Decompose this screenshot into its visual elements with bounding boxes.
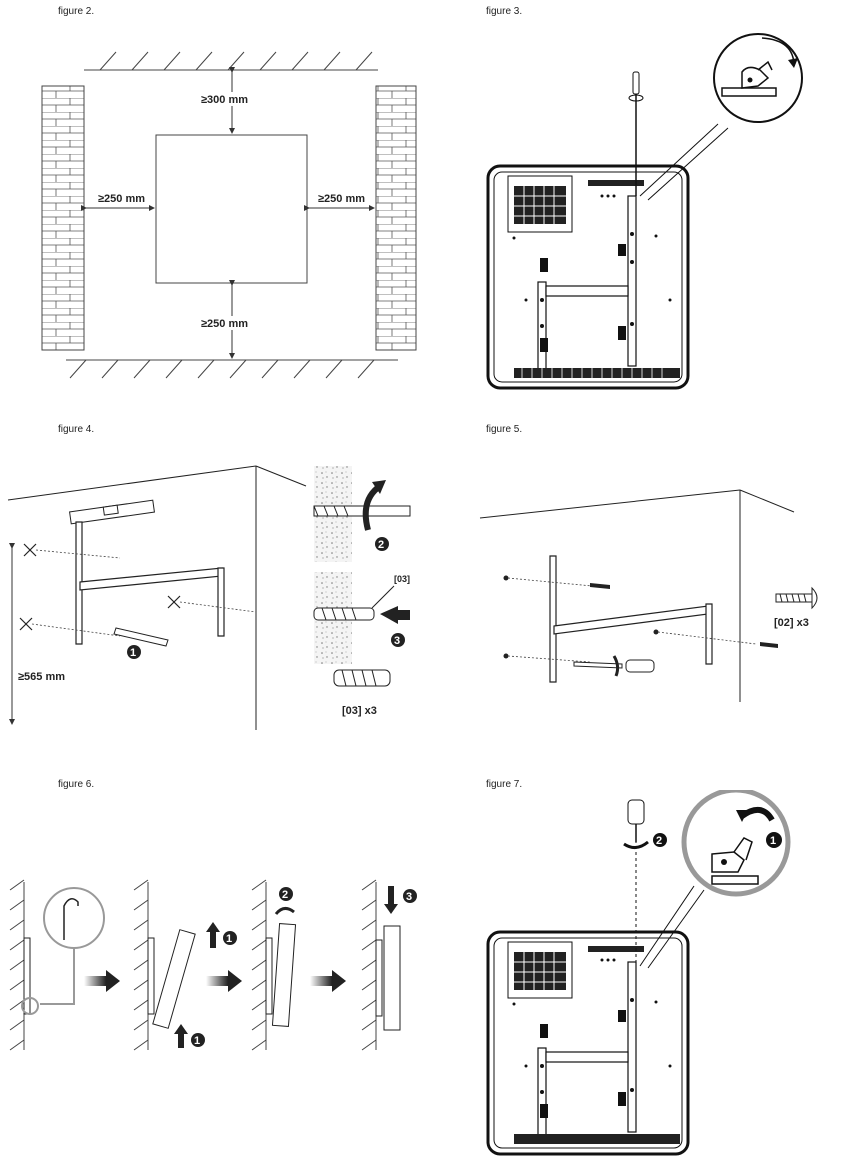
top-clearance-label: ≥300 mm: [201, 94, 248, 106]
height-label: ≥565 mm: [18, 671, 65, 683]
hook-zoom-circle: [681, 790, 791, 897]
heater-outline: [155, 134, 308, 284]
wall-perspective: [479, 489, 795, 702]
right-clearance-label: ≥250 mm: [318, 193, 365, 205]
figure-6-hanging-sequence: 1 1 2 3: [9, 879, 417, 1051]
hook-zoom-circle: [43, 887, 105, 949]
right-brick-wall: [375, 85, 417, 351]
sequence-arrow-2: [206, 970, 242, 992]
step-3-marker: 3: [406, 891, 412, 903]
figure-5-caption: figure 5.: [486, 424, 523, 435]
bottom-vent: [514, 368, 680, 378]
screw-quantity-label: [02] x3: [774, 617, 809, 629]
step-2-marker: 2: [378, 539, 384, 551]
step-1a-marker: 1: [226, 933, 232, 945]
wall-hatches: [9, 879, 377, 1051]
figure-2-caption: figure 2.: [58, 6, 95, 17]
screwdriver: [628, 71, 644, 196]
figure-4-caption: figure 4.: [58, 424, 95, 435]
loose-wall-plug: [333, 669, 391, 687]
wall-bracket: [75, 521, 225, 645]
step-2-marker: 2: [656, 835, 662, 847]
step-2-marker: 2: [282, 889, 288, 901]
control-board: [507, 175, 573, 233]
screw-holes: [503, 575, 659, 659]
screw-right: [760, 642, 778, 648]
figure-2-clearance-diagram: ≥300 mm ≥250 mm ≥250 mm ≥250 mm: [41, 51, 417, 379]
wall-perspective: [7, 465, 307, 730]
bottom-clearance-label: ≥250 mm: [201, 318, 248, 330]
step-1b-marker: 1: [194, 1035, 200, 1047]
left-brick-wall: [41, 85, 85, 351]
wall-plug: [313, 607, 375, 621]
step-1-marker: 1: [130, 647, 136, 659]
screw-sample: [775, 586, 818, 610]
screwdriver: [627, 799, 645, 842]
bottom-vent: [514, 1134, 680, 1144]
step-3-marker: 3: [394, 635, 400, 647]
figure-7-caption: figure 7.: [486, 779, 523, 790]
bracket-side-view: [23, 937, 31, 1015]
figure-4-drilling-diagram: 1 ≥565 mm 2 [03] 3 [03] x3: [7, 465, 411, 730]
wall-bracket: [549, 555, 713, 683]
screwdriver: [573, 655, 655, 677]
heater-hooking: [271, 923, 297, 1027]
spirit-level: [69, 499, 155, 525]
figure-7-locking-detail: 2 1: [486, 790, 791, 1156]
heater-mounted: [383, 925, 401, 1031]
sequence-arrow-3: [310, 970, 346, 992]
screw-top: [590, 583, 610, 589]
hook-detail-locked: [711, 837, 759, 885]
control-board: [507, 941, 573, 999]
heater-tilted: [152, 929, 196, 1029]
left-clearance-label: ≥250 mm: [98, 193, 145, 205]
figure-3-caption: figure 3.: [486, 6, 523, 17]
sequence-arrow-1: [84, 970, 120, 992]
drill-marks: [19, 543, 181, 631]
figure-6-caption: figure 6.: [58, 779, 95, 790]
ceiling-hatch: [84, 51, 378, 71]
floor-hatch: [66, 359, 398, 379]
figure-5-screw-diagram: [02] x3: [479, 489, 818, 702]
plug-quantity-label: [03] x3: [342, 705, 377, 717]
figure-3-bracket-detail: [486, 33, 803, 390]
pencil: [113, 627, 169, 647]
plug-tag-label: [03]: [394, 574, 410, 584]
drill-bit: [313, 505, 411, 517]
step-1-marker: 1: [770, 835, 776, 847]
hook-detail: [721, 60, 777, 97]
